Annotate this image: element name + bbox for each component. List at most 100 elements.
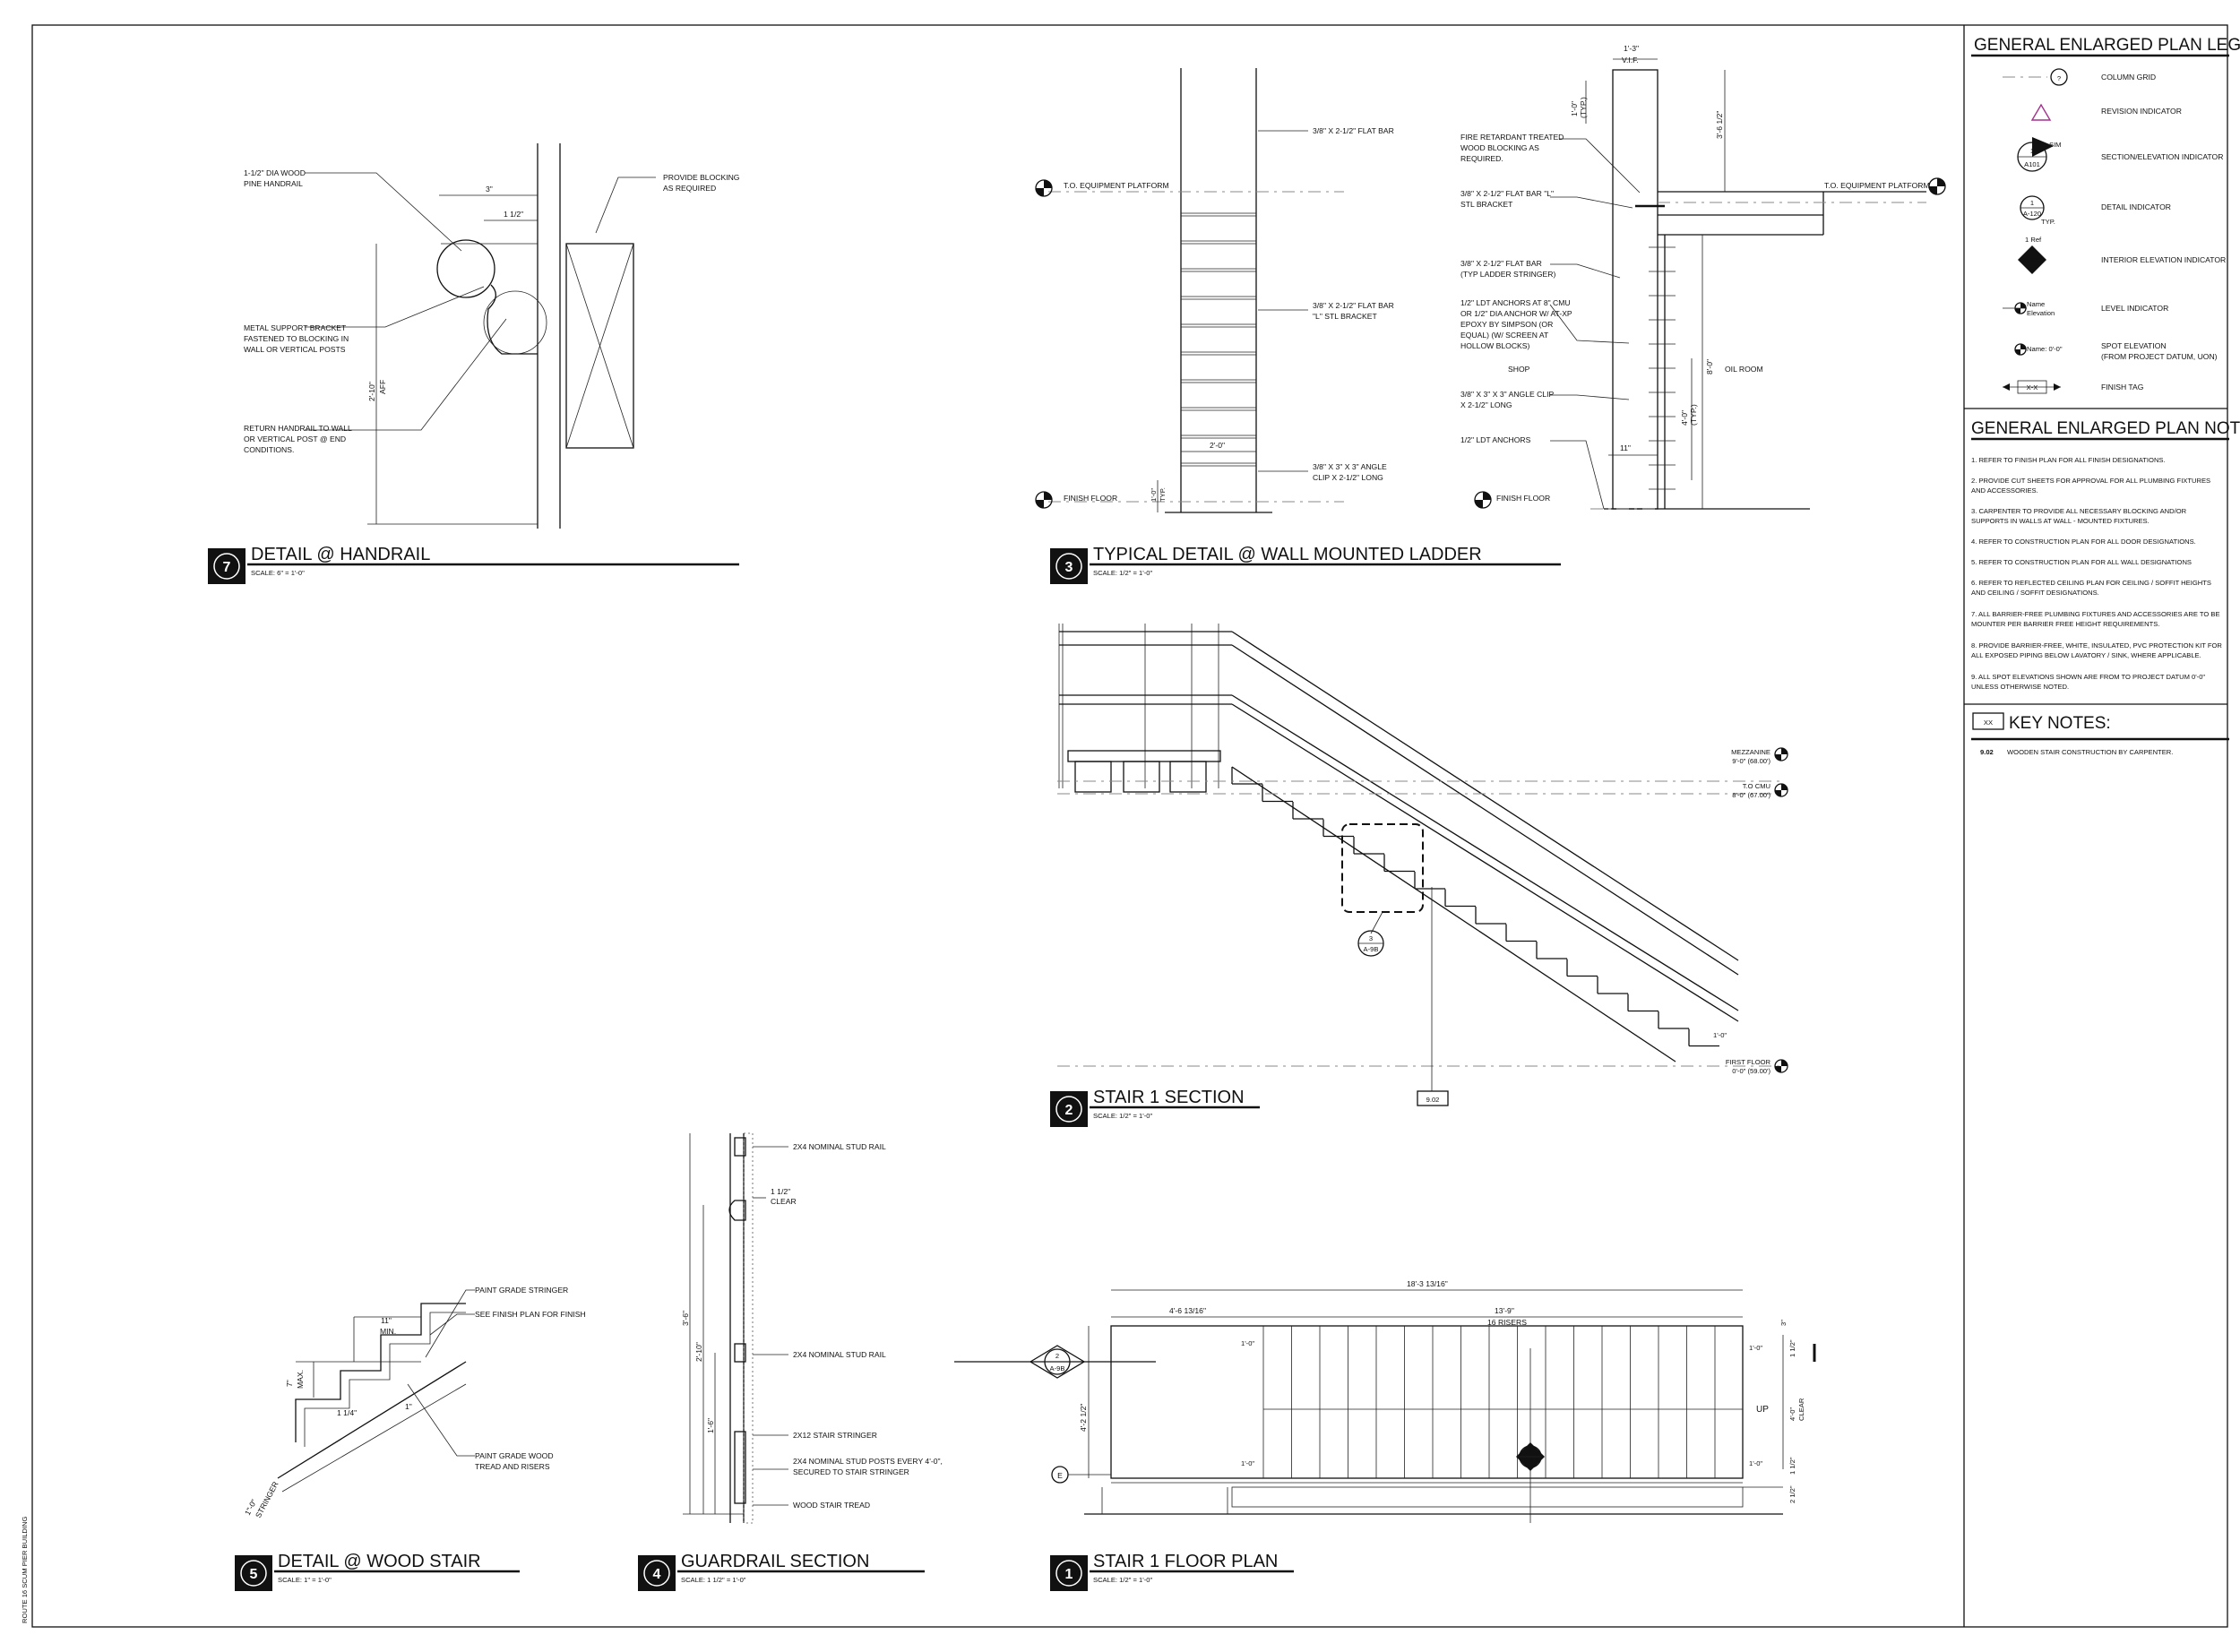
- dim: V.I.F.: [1622, 56, 1639, 65]
- note: "L" STL BRACKET: [1313, 312, 1377, 321]
- note: AS REQUIRED: [663, 184, 716, 193]
- dim: 3'-6": [681, 1311, 690, 1326]
- room-label: OIL ROOM: [1725, 365, 1763, 374]
- support-bracket: [487, 284, 538, 355]
- top-rail: [734, 1137, 746, 1157]
- dim: 1'-0": [1713, 1031, 1727, 1039]
- level-marker: [1035, 179, 1053, 197]
- dim: 3": [1779, 1320, 1788, 1326]
- note: SECURED TO STAIR STRINGER: [793, 1467, 909, 1476]
- up-arrow-label: UP: [1756, 1405, 1769, 1415]
- note-line: AND CEILING / SOFFIT DESIGNATIONS.: [1971, 589, 2099, 597]
- dim: 4'-0": [1788, 1407, 1796, 1421]
- note: PROVIDE BLOCKING: [663, 173, 740, 182]
- keynote-tag-icon: [1972, 712, 2004, 730]
- column-grid-bubble: ?: [2057, 74, 2061, 82]
- note: (TYP LADDER STRINGER): [1460, 270, 1555, 279]
- note: 2X4 NOMINAL STUD POSTS EVERY 4'-0",: [793, 1457, 943, 1466]
- detail-wood-stair: PAINT GRADE STRINGER SEE FINISH PLAN FOR…: [235, 1286, 586, 1591]
- note: SEE FINISH PLAN FOR FINISH: [475, 1310, 586, 1319]
- legend-label: INTERIOR ELEVATION INDICATOR: [2101, 255, 2226, 264]
- level-indicator-elevation: Elevation: [2027, 309, 2055, 317]
- finish-tag-text: X-X: [2027, 383, 2038, 391]
- note-line: 8. PROVIDE BARRIER-FREE, WHITE, INSULATE…: [1971, 641, 2222, 650]
- legend-panel: GENERAL ENLARGED PLAN LEGEND: ? COLUMN G…: [1964, 36, 2240, 409]
- level-label: FINISH FLOOR: [1064, 494, 1117, 503]
- detail-ladder: 3/8" X 2-1/2" FLAT BAR T.O. EQUIPMENT PL…: [1035, 44, 1946, 584]
- dim: 1 1/2": [504, 210, 523, 219]
- blocking: [565, 243, 634, 449]
- dim: 1'-0": [1749, 1459, 1762, 1467]
- dim: 1'-0": [1150, 488, 1158, 502]
- detail-title: DETAIL @ WOOD STAIR: [278, 1552, 481, 1571]
- note-line: ALL EXPOSED PIPING BELOW LAVATORY / SINK…: [1971, 651, 2201, 659]
- level-marker: [1928, 177, 1946, 195]
- detail-scale: SCALE: 1 1/2" = 1'-0": [681, 1576, 746, 1584]
- detail-scale: SCALE: 1/2" = 1'-0": [1093, 1112, 1152, 1120]
- handrail-profile: [728, 1200, 746, 1221]
- note-line: 5. REFER TO CONSTRUCTION PLAN FOR ALL WA…: [1971, 558, 2192, 566]
- keynote-tag: [1417, 1090, 1449, 1106]
- note: REQUIRED.: [1460, 154, 1503, 163]
- note: CLIP X 2-1/2" LONG: [1313, 473, 1383, 482]
- dim: 7": [285, 1380, 294, 1387]
- note: 3/8" X 2-1/2" FLAT BAR: [1313, 126, 1394, 135]
- callout-number: 2: [1055, 1352, 1059, 1360]
- dim: (TYP.): [1579, 97, 1588, 118]
- detail-number: 5: [250, 1567, 258, 1582]
- note-line: UNLESS OTHERWISE NOTED.: [1971, 683, 2069, 691]
- legend-title: GENERAL ENLARGED PLAN LEGEND:: [1974, 36, 2240, 55]
- dim: 13'-9": [1495, 1306, 1514, 1315]
- spot-elevation-text: Name: 0'-0": [2027, 345, 2063, 353]
- spot-elevation-icon: [2014, 343, 2027, 356]
- note: 2X4 NOMINAL STUD RAIL: [793, 1350, 886, 1359]
- detail-handrail: 1-1/2" DIA WOOD PINE HANDRAIL PROVIDE BL…: [208, 143, 740, 584]
- detail-indicator-sheet: A-120: [2023, 210, 2041, 218]
- detail-title: STAIR 1 SECTION: [1093, 1088, 1245, 1107]
- note: PAINT GRADE WOOD: [475, 1451, 554, 1460]
- keynote-code: 9.02: [1426, 1096, 1440, 1104]
- detail-number: 2: [1065, 1103, 1073, 1118]
- dim: 11": [381, 1316, 392, 1325]
- level-label: FINISH FLOOR: [1496, 494, 1550, 503]
- legend-label: COLUMN GRID: [2101, 73, 2156, 82]
- dim: 2'-10": [367, 382, 376, 401]
- note-line: 1. REFER TO FINISH PLAN FOR ALL FINISH D…: [1971, 456, 2166, 464]
- note-line: AND ACCESSORIES.: [1971, 486, 2038, 495]
- note: WOOD BLOCKING AS: [1460, 143, 1539, 152]
- section-callout-a: [1029, 1345, 1086, 1379]
- note: 3/8" X 3" X 3" ANGLE: [1313, 462, 1387, 471]
- note: OR VERTICAL POST @ END: [244, 435, 346, 443]
- dim: STRINGER: [254, 1480, 280, 1519]
- dim: 1 1/2": [1788, 1457, 1796, 1475]
- stair-outline: [1110, 1325, 1744, 1479]
- note: PINE HANDRAIL: [244, 179, 303, 188]
- note-line: 9. ALL SPOT ELEVATIONS SHOWN ARE FROM TO…: [1971, 673, 2205, 681]
- note-line: 3. CARPENTER TO PROVIDE ALL NECESSARY BL…: [1971, 507, 2187, 515]
- level-elevation: 9'-0" (68.00'): [1732, 757, 1770, 765]
- note: 3/8" X 2-1/2" FLAT BAR "L": [1460, 189, 1554, 198]
- note: X 2-1/2" LONG: [1460, 400, 1512, 409]
- callout-number: 7: [1529, 1447, 1532, 1455]
- level-label: T.O. EQUIPMENT PLATFORM: [1824, 181, 1930, 190]
- note: WALL OR VERTICAL POSTS: [244, 345, 346, 354]
- legend-label: LEVEL INDICATOR: [2101, 304, 2168, 313]
- note: RETURN HANDRAIL TO WALL: [244, 424, 352, 433]
- detail-number: 1: [1065, 1567, 1073, 1582]
- note: 1/2" LDT ANCHORS AT 8" CMU: [1460, 298, 1571, 307]
- detail-number: 3: [1065, 560, 1073, 575]
- callout-sheet: A-9B: [1523, 1458, 1538, 1466]
- dim: 2'-0": [1210, 441, 1225, 450]
- level-marker: [1474, 491, 1492, 509]
- dim: 2'-10": [694, 1342, 703, 1362]
- stair-steps: [1231, 767, 1719, 1047]
- note-line: 6. REFER TO REFLECTED CEILING PLAN FOR C…: [1971, 579, 2211, 587]
- note: FIRE RETARDANT TREATED: [1460, 133, 1564, 142]
- callout-sheet: A-9B: [1364, 945, 1379, 953]
- note: FASTENED TO BLOCKING IN: [244, 334, 349, 343]
- callout-sheet: A-9B: [1050, 1364, 1065, 1372]
- section-indicator-number: 1: [2030, 147, 2034, 155]
- level-marker: [1774, 1059, 1788, 1073]
- note: WOOD STAIR TREAD: [793, 1501, 870, 1510]
- detail-scale: SCALE: 1" = 1'-0": [278, 1576, 332, 1584]
